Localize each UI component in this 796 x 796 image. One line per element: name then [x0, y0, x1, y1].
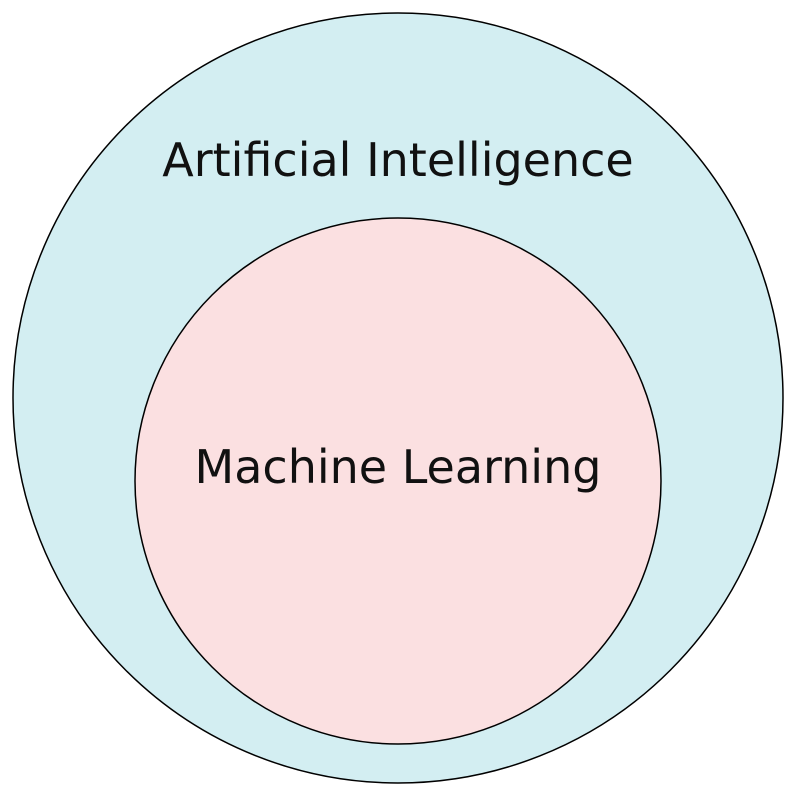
artificial-intelligence-label: Artificial Intelligence [162, 133, 633, 187]
machine-learning-circle [134, 217, 662, 745]
machine-learning-label: Machine Learning [195, 440, 602, 494]
